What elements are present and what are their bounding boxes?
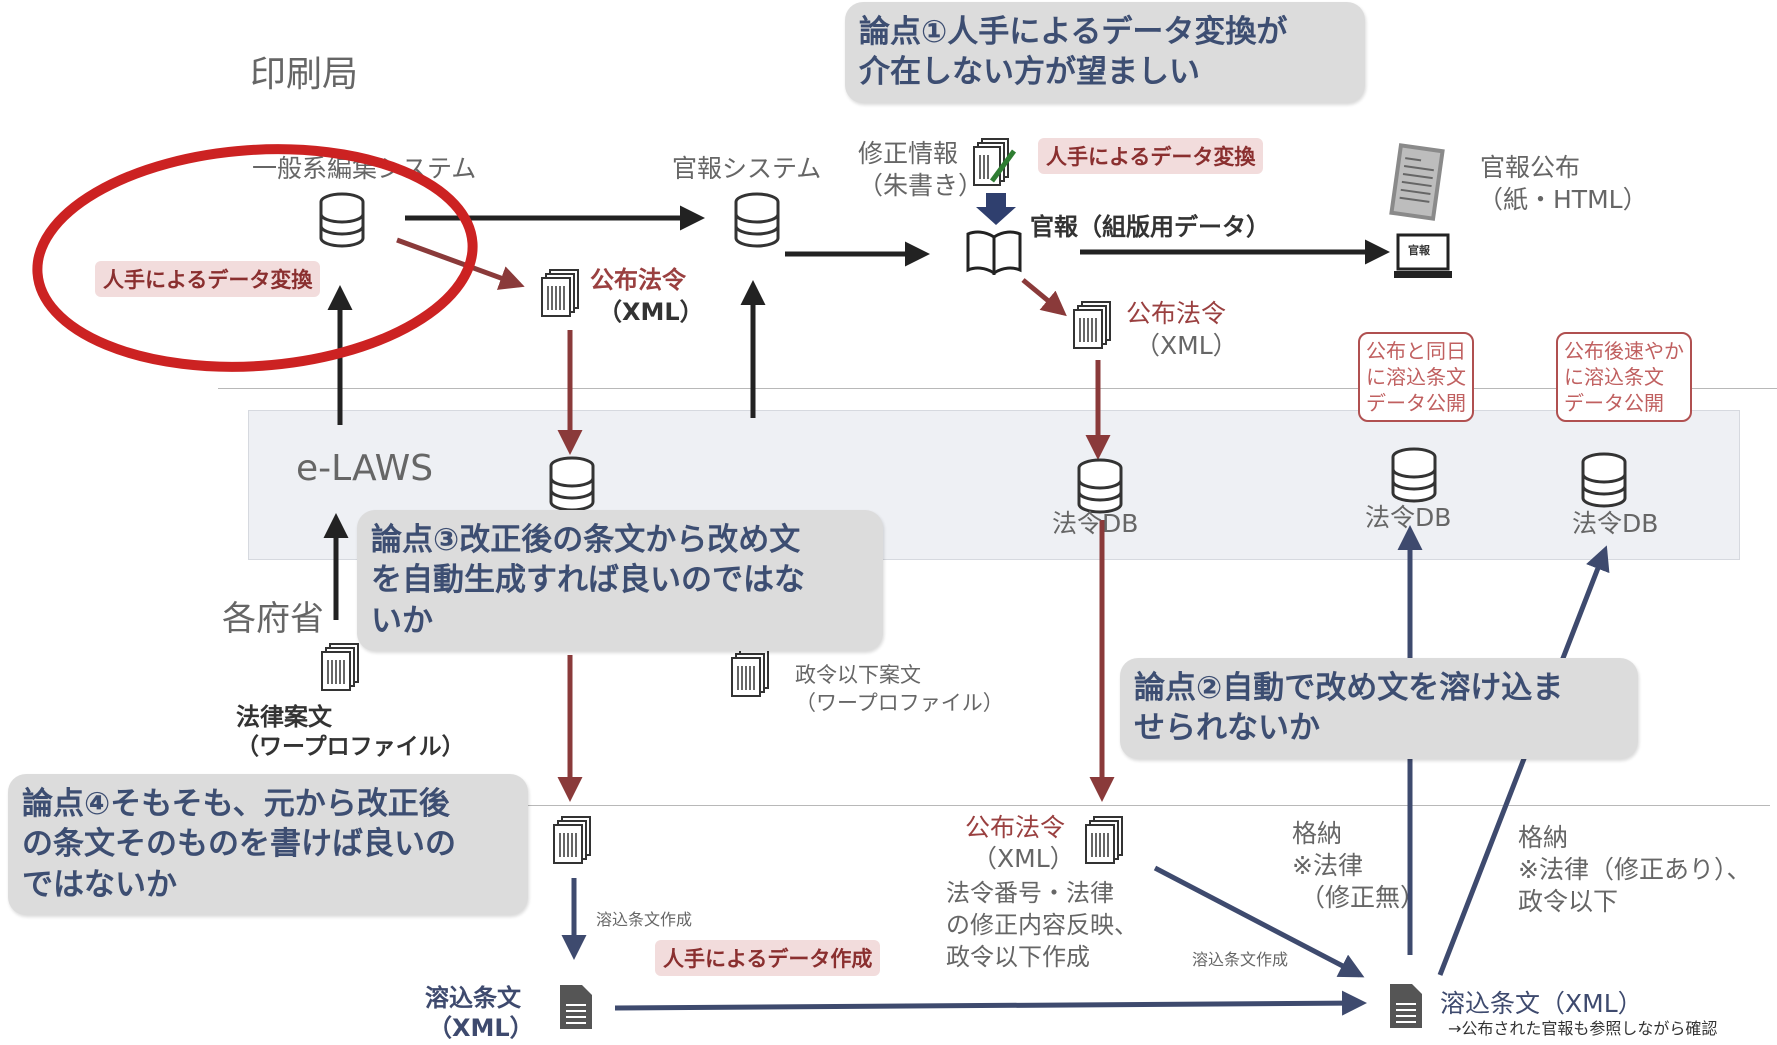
kanpo-typeset-label: 官報（組版用データ） — [1030, 213, 1270, 241]
document-stack-icon — [320, 642, 362, 692]
consolidated-make-label-1: 溶込条文作成 — [596, 910, 693, 929]
cabinet-order-text-sub: （ワープロファイル） — [795, 691, 1004, 715]
document-stack-icon — [1084, 815, 1126, 865]
issue-line: 論点①人手によるデータ変換が — [859, 14, 1288, 50]
cabinet-order-text-label: 政令以下案文 — [795, 663, 921, 687]
storage-2-note-2: 政令以下 — [1518, 887, 1619, 916]
promulgated-bottom-note-3: 政令以下作成 — [946, 943, 1090, 971]
promulgated-top-sub: （XML） — [598, 298, 704, 326]
bill-text-sub: （ワープロファイル） — [236, 734, 465, 760]
consolidated-right-note: →公布された官報も参照しながら確認 — [1448, 1019, 1718, 1038]
highlight-circle — [32, 144, 478, 372]
book-icon — [965, 229, 1023, 275]
issue-line: いか — [371, 602, 433, 639]
promulgated-bottom-label: 公布法令 — [965, 813, 1066, 842]
storage-1-note-1: ※法律 — [1292, 851, 1363, 880]
law-db-3-label: 法令DB — [1572, 509, 1659, 538]
database-icon — [1076, 458, 1124, 514]
manual-creation-tag: 人手によるデータ作成 — [655, 940, 881, 976]
issue-line: せられないか — [1134, 710, 1320, 747]
storage-2-label: 格納 — [1518, 823, 1569, 852]
down-arrow-icon — [976, 193, 1016, 225]
kanpo-system-label: 官報システム — [672, 154, 822, 183]
consolidated-left-sub: （XML） — [428, 1014, 534, 1042]
section-ministries: 各府省 — [222, 599, 324, 639]
same-day-publish-bubble: 公布と同日 に溶込条文 データ公開 — [1358, 332, 1474, 422]
promulgated-top-label: 公布法令 — [590, 266, 686, 294]
storage-1-note-2: （修正無） — [1300, 883, 1426, 912]
manual-conversion-tag-right: 人手によるデータ変換 — [1038, 138, 1264, 174]
promulgated-bottom-sub: （XML） — [972, 844, 1075, 873]
arrow-consolidated-to-lawdb3 — [1437, 545, 1610, 976]
newspaper-icon — [1388, 142, 1446, 222]
database-icon — [1390, 447, 1438, 503]
issue-line: 論点②自動で改め文を溶け込ま — [1134, 670, 1564, 706]
issue-line: 論点③改正後の条文から改め文 — [371, 522, 801, 558]
storage-2-note-1: ※法律（修正あり）、 — [1518, 855, 1752, 884]
consolidated-make-label-2: 溶込条文作成 — [1192, 950, 1289, 969]
document-icon — [558, 983, 594, 1031]
kanpo-publish-label: 官報公布 — [1480, 153, 1581, 182]
arrow-book-to-promulgated — [1021, 278, 1067, 317]
issue-line: 介在しない方が望ましい — [859, 54, 1200, 91]
bubble-line: データ公開 — [1564, 391, 1664, 415]
arrow-general-to-promulgated — [396, 237, 525, 290]
promulgated-bottom-note-1: 法令番号・法律 — [946, 879, 1114, 907]
database-icon — [1580, 452, 1628, 508]
law-db-2-label: 法令DB — [1365, 503, 1452, 532]
consolidated-right-label: 溶込条文（XML） — [1440, 989, 1643, 1018]
kanpo-screen-label: 官報 — [1408, 244, 1430, 257]
arrow-left-to-right-consolidated — [614, 990, 1367, 1016]
bubble-line: に溶込条文 — [1564, 365, 1664, 389]
section-elaws: e-LAWS — [296, 448, 434, 489]
database-icon — [733, 192, 781, 248]
issue-4-callout: 論点④そもそも、元から改正後 の条文そのものを書けば良いの ではないか — [8, 774, 528, 915]
document-stack-icon — [1072, 300, 1114, 350]
issue-line: 論点④そもそも、元から改正後 — [22, 786, 450, 822]
bottom-divider — [470, 805, 1770, 806]
prompt-publish-bubble: 公布後速やか に溶込条文 データ公開 — [1556, 332, 1692, 422]
database-icon — [318, 192, 366, 248]
promulgated-mid-label: 公布法令 — [1126, 299, 1227, 328]
document-icon — [1388, 982, 1424, 1030]
correction-info-sub: （朱書き） — [858, 171, 984, 200]
section-printing-bureau: 印刷局 — [250, 54, 359, 95]
computer-screen-icon — [1394, 233, 1452, 281]
issue-line: の条文そのものを書けば良いの — [22, 826, 456, 863]
issue-3-callout: 論点③改正後の条文から改め文 を自動生成すれば良いのではな いか — [357, 510, 883, 651]
document-stack-icon — [540, 268, 582, 318]
bubble-line: に溶込条文 — [1366, 365, 1466, 389]
issue-1-callout: 論点①人手によるデータ変換が 介在しない方が望ましい — [845, 2, 1365, 103]
law-db-1-label: 法令DB — [1052, 509, 1139, 538]
top-divider — [218, 388, 1777, 389]
manual-conversion-tag-left: 人手によるデータ変換 — [95, 261, 321, 297]
bill-text-label: 法律案文 — [236, 703, 332, 731]
storage-1-label: 格納 — [1292, 819, 1343, 848]
correction-info-label: 修正情報 — [858, 139, 959, 168]
database-icon — [548, 456, 596, 512]
promulgated-bottom-note-2: の修正内容反映、 — [946, 911, 1138, 939]
promulgated-mid-sub: （XML） — [1135, 331, 1238, 360]
document-pen-icon — [972, 137, 1018, 189]
consolidated-left-label: 溶込条文 — [425, 984, 521, 1012]
document-stack-icon — [730, 648, 772, 698]
kanpo-publish-sub: （紙・HTML） — [1478, 185, 1648, 214]
bubble-line: 公布後速やか — [1564, 339, 1684, 363]
issue-line: ではないか — [22, 866, 177, 903]
issue-2-callout: 論点②自動で改め文を溶け込ま せられないか — [1120, 658, 1638, 759]
bubble-line: データ公開 — [1366, 391, 1466, 415]
document-stack-icon — [552, 815, 594, 865]
bubble-line: 公布と同日 — [1366, 339, 1466, 363]
arrow-promulgated-to-consolidated — [1153, 865, 1365, 978]
issue-line: を自動生成すれば良いのではな — [371, 562, 805, 599]
